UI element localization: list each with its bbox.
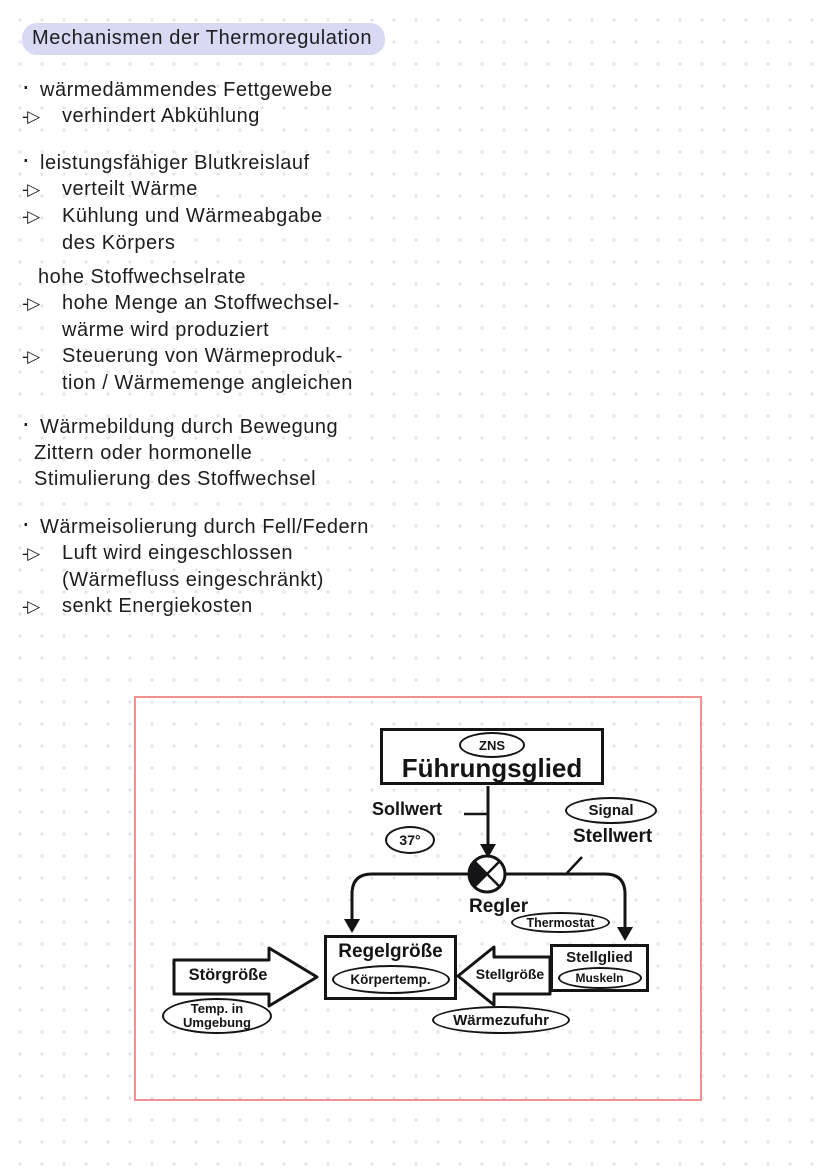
note-line: Zittern oder hormonelle xyxy=(22,440,338,466)
stellgroesse-block-arrow xyxy=(456,945,552,1007)
note-line: · Wärmebildung durch Bewegung xyxy=(22,412,338,440)
arrow-bullet-icon: -▷ xyxy=(22,107,40,127)
temp-umgebung-label: Temp. in Umgebung xyxy=(183,1000,251,1030)
note-text: wärme wird produziert xyxy=(62,319,270,341)
stoergroesse-block-arrow xyxy=(172,946,319,1008)
note-text: Steuerung von Wärmeproduk- xyxy=(62,345,343,367)
note-line: -▷ hohe Menge an Stoffwechsel- xyxy=(22,290,353,317)
note-line: hohe Stoffwechselrate xyxy=(22,264,353,290)
stellglied-label: Stellglied xyxy=(566,949,633,966)
sollwert-value: 37° xyxy=(399,832,421,848)
zns-label: ZNS xyxy=(479,737,505,753)
stellwert-pointer-line xyxy=(566,856,583,874)
zns-oval: ZNS xyxy=(459,732,525,758)
note-line: Stimulierung des Stoffwechsel xyxy=(22,466,338,492)
note-text: senkt Energiekosten xyxy=(62,595,253,617)
stellgroesse-label: Stellgröße xyxy=(475,966,545,982)
thermostat-label: Thermostat xyxy=(526,915,595,930)
note-line: · Wärmeisolierung durch Fell/Federn xyxy=(22,512,369,540)
note-text: verhindert Abkühlung xyxy=(62,105,260,127)
thermostat-oval: Thermostat xyxy=(511,912,610,933)
left-branch-line xyxy=(350,872,470,921)
diagram-frame: ZNS Führungsglied Sollwert 37° Signal St… xyxy=(134,696,702,1101)
bullet-dot: · xyxy=(22,147,31,175)
stoergroesse-label: Störgröße xyxy=(188,966,268,984)
arrow-bullet-icon: -▷ xyxy=(22,207,40,227)
note-line: -▷ Steuerung von Wärmeproduk- xyxy=(22,343,353,370)
note-text: (Wärmefluss eingeschränkt) xyxy=(62,569,324,591)
note-text: Wärmebildung durch Bewegung xyxy=(40,416,339,438)
note-text: tion / Wärmemenge angleichen xyxy=(62,372,353,394)
signal-label: Signal xyxy=(588,802,634,819)
arrowhead-down-icon xyxy=(617,927,633,941)
note-line: wärme wird produziert xyxy=(22,317,353,343)
note-line: (Wärmefluss eingeschränkt) xyxy=(22,567,369,593)
arrow-bullet-icon: -▷ xyxy=(22,294,40,314)
note-block-waermeisolierung: · Wärmeisolierung durch Fell/Federn -▷ Luf… xyxy=(22,512,369,620)
note-line: -▷ verhindert Abkühlung xyxy=(22,103,333,130)
note-text: hohe Stoffwechselrate xyxy=(38,266,247,288)
note-text: leistungsfähiger Blutkreislauf xyxy=(40,152,310,174)
comparator-filled-sector xyxy=(469,861,487,887)
regelgroesse-box: Regelgröße Körpertemp. xyxy=(324,935,457,1000)
bullet-dot: · xyxy=(22,74,31,102)
signal-oval: Signal xyxy=(565,797,657,824)
koerpertemp-label: Körpertemp. xyxy=(350,972,431,987)
note-text: Kühlung und Wärmeabgabe xyxy=(62,205,323,227)
regelgroesse-label: Regelgröße xyxy=(338,941,443,962)
bullet-dot: · xyxy=(22,411,31,439)
page-title-text: Mechanismen der Thermoregulation xyxy=(32,27,373,49)
note-line: -▷ verteilt Wärme xyxy=(22,176,323,203)
control-loop-connectors xyxy=(172,786,633,1008)
note-text: hohe Menge an Stoffwechsel- xyxy=(62,292,340,314)
note-block-blutkreislauf: · leistungsfähiger Blutkreislauf -▷ vertei… xyxy=(22,148,323,256)
note-text: Zittern oder hormonelle xyxy=(34,442,253,464)
page-title: Mechanismen der Thermoregulation xyxy=(22,23,386,55)
note-text: Luft wird eingeschlossen xyxy=(62,542,294,564)
arrow-bullet-icon: -▷ xyxy=(22,180,40,200)
note-text: des Körpers xyxy=(62,232,176,254)
note-text: Stimulierung des Stoffwechsel xyxy=(34,468,317,490)
bullet-dot: · xyxy=(22,511,31,539)
note-block-waermebildung: · Wärmebildung durch Bewegung Zittern ode… xyxy=(22,412,338,492)
note-block-stoffwechselrate: hohe Stoffwechselrate -▷ hohe Menge an St… xyxy=(22,264,353,396)
note-line: · leistungsfähiger Blutkreislauf xyxy=(22,148,323,176)
note-block-fettgewebe: · wärmedämmendes Fettgewebe -▷ verhindert … xyxy=(22,75,333,130)
sollwert-value-oval: 37° xyxy=(385,826,435,854)
note-line: · wärmedämmendes Fettgewebe xyxy=(22,75,333,103)
temp-umgebung-oval: Temp. in Umgebung xyxy=(162,998,272,1034)
fuehrungsglied-box: ZNS Führungsglied xyxy=(380,728,604,785)
arrow-bullet-icon: -▷ xyxy=(22,347,40,367)
muskeln-oval: Muskeln xyxy=(557,967,642,989)
muskeln-label: Muskeln xyxy=(575,971,624,985)
fuehrungsglied-label: Führungsglied xyxy=(401,753,583,783)
note-text: Wärmeisolierung durch Fell/Federn xyxy=(40,516,369,538)
right-branch-line xyxy=(504,872,627,929)
note-line: -▷ Kühlung und Wärmeabgabe xyxy=(22,203,323,230)
arrow-bullet-icon: -▷ xyxy=(22,544,40,564)
stellglied-box: Stellglied Muskeln xyxy=(550,944,649,992)
arrowhead-down-icon xyxy=(480,844,496,858)
regler-label: Regler xyxy=(469,896,529,917)
stellwert-label: Stellwert xyxy=(573,826,653,847)
koerpertemp-oval: Körpertemp. xyxy=(331,965,450,994)
arrowhead-down-icon xyxy=(344,919,360,933)
waermezufuhr-label: Wärmezufuhr xyxy=(453,1011,549,1029)
arrow-bullet-icon: -▷ xyxy=(22,597,40,617)
sollwert-label: Sollwert xyxy=(372,799,443,819)
note-text: verteilt Wärme xyxy=(62,178,198,200)
note-line: -▷ Luft wird eingeschlossen xyxy=(22,540,369,567)
note-line: tion / Wärmemenge angleichen xyxy=(22,370,353,396)
note-line: des Körpers xyxy=(22,230,323,256)
note-line: -▷ senkt Energiekosten xyxy=(22,593,369,620)
note-text: wärmedämmendes Fettgewebe xyxy=(40,79,333,101)
waermezufuhr-oval: Wärmezufuhr xyxy=(432,1006,570,1034)
